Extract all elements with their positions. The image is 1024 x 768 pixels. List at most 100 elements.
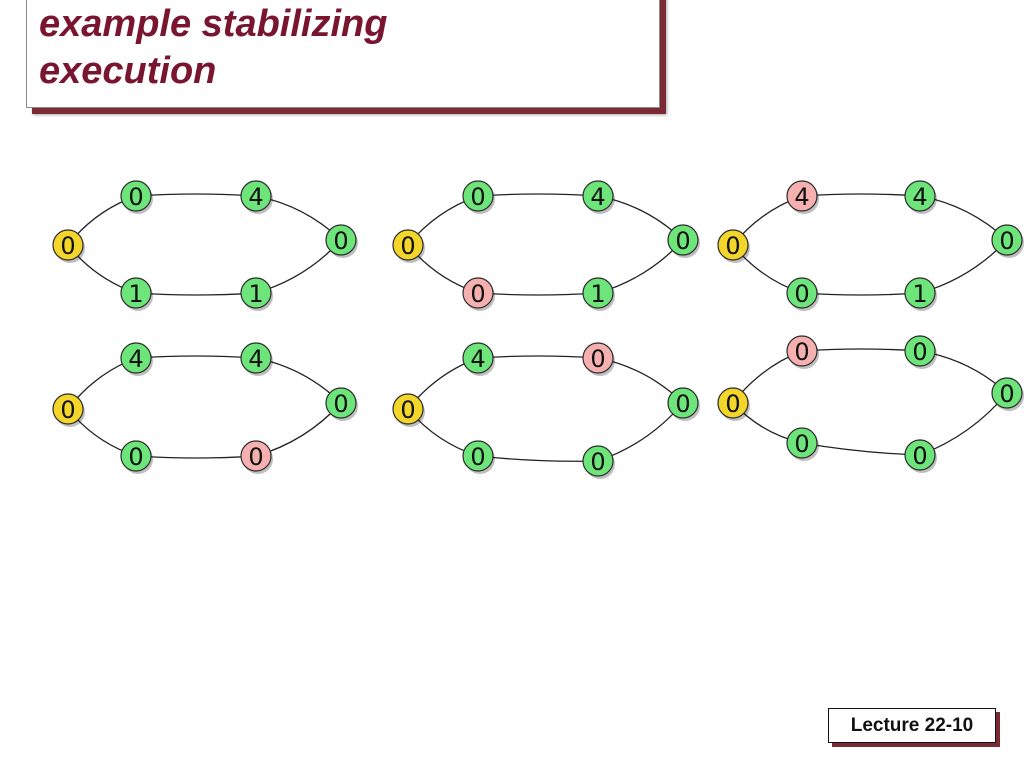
node-circle xyxy=(582,180,614,212)
ring-edge xyxy=(135,292,257,296)
ring-edge xyxy=(919,392,1008,456)
process-node: 0 xyxy=(991,377,1024,411)
ring-edge xyxy=(801,442,921,456)
ring-edge xyxy=(135,193,257,197)
node-circle xyxy=(991,377,1023,409)
title-box: example stabilizing execution xyxy=(26,0,660,108)
process-node: 0 xyxy=(240,440,273,474)
process-node: 0 xyxy=(325,387,358,421)
process-node: 0 xyxy=(462,277,495,311)
node-circle xyxy=(786,335,818,367)
ring-edge xyxy=(801,292,921,296)
ring-edge xyxy=(135,355,257,359)
node-value: 0 xyxy=(999,380,1014,408)
process-node: 0 xyxy=(462,440,495,474)
node-circle xyxy=(325,224,357,256)
process-node: 0 xyxy=(667,224,700,258)
node-value: 0 xyxy=(60,396,75,424)
node-circle xyxy=(582,277,614,309)
process-node: 0 xyxy=(991,224,1024,258)
process-node: 0 xyxy=(325,224,358,258)
node-circle xyxy=(582,445,614,477)
node-circle xyxy=(120,277,152,309)
ring-3: 4 4 0 1 0 0 xyxy=(717,180,1024,311)
ring-edge xyxy=(135,455,257,459)
node-circle xyxy=(52,229,84,261)
process-node: 4 xyxy=(582,180,615,214)
node-circle xyxy=(786,277,818,309)
node-value: 4 xyxy=(912,183,927,211)
node-value: 4 xyxy=(248,183,263,211)
node-circle xyxy=(240,180,272,212)
node-value: 4 xyxy=(248,345,263,373)
node-value: 1 xyxy=(912,280,927,308)
ring-edge xyxy=(801,193,921,197)
process-node: 4 xyxy=(462,342,495,376)
node-circle xyxy=(582,342,614,374)
node-value: 0 xyxy=(794,338,809,366)
process-node: 0 xyxy=(786,427,819,461)
node-circle xyxy=(667,224,699,256)
node-circle xyxy=(717,229,749,261)
node-circle xyxy=(717,387,749,419)
process-node: 0 xyxy=(582,342,615,376)
node-value: 0 xyxy=(470,183,485,211)
node-value: 4 xyxy=(590,183,605,211)
node-value: 0 xyxy=(675,390,690,418)
process-node: 0 xyxy=(717,387,750,421)
node-circle xyxy=(904,277,936,309)
node-circle xyxy=(120,180,152,212)
node-value: 0 xyxy=(590,448,605,476)
node-value: 0 xyxy=(128,443,143,471)
node-value: 1 xyxy=(590,280,605,308)
ring-edge xyxy=(477,292,599,296)
node-circle xyxy=(392,229,424,261)
ring-edge xyxy=(477,193,599,197)
node-value: 0 xyxy=(333,390,348,418)
node-circle xyxy=(325,387,357,419)
node-value: 0 xyxy=(794,280,809,308)
ring-2: 0 4 0 1 0 0 xyxy=(392,180,700,311)
process-node: 0 xyxy=(582,445,615,479)
node-value: 4 xyxy=(128,345,143,373)
process-node: 0 xyxy=(52,393,85,427)
node-value: 1 xyxy=(128,280,143,308)
ring-edge xyxy=(801,348,921,352)
node-circle xyxy=(991,224,1023,256)
node-value: 0 xyxy=(590,345,605,373)
node-value: 4 xyxy=(794,183,809,211)
process-node: 1 xyxy=(240,277,273,311)
node-value: 0 xyxy=(794,430,809,458)
node-value: 4 xyxy=(470,345,485,373)
node-value: 0 xyxy=(999,227,1014,255)
process-node: 0 xyxy=(904,335,937,369)
slide-number: Lecture 22-10 xyxy=(850,715,974,736)
node-circle xyxy=(120,440,152,472)
process-node: 0 xyxy=(120,440,153,474)
node-value: 0 xyxy=(675,227,690,255)
node-circle xyxy=(904,335,936,367)
node-circle xyxy=(462,180,494,212)
node-value: 0 xyxy=(248,443,263,471)
process-node: 0 xyxy=(392,393,425,427)
process-node: 1 xyxy=(120,277,153,311)
node-circle xyxy=(904,180,936,212)
node-circle xyxy=(786,180,818,212)
process-node: 0 xyxy=(667,387,700,421)
node-value: 0 xyxy=(470,443,485,471)
node-circle xyxy=(240,440,272,472)
node-circle xyxy=(786,427,818,459)
node-value: 0 xyxy=(470,280,485,308)
node-circle xyxy=(667,387,699,419)
node-value: 0 xyxy=(400,232,415,260)
ring-4: 4 4 0 0 0 0 xyxy=(52,342,358,474)
ring-edge xyxy=(477,355,599,359)
process-node: 1 xyxy=(582,277,615,311)
process-node: 0 xyxy=(904,439,937,473)
ring-5: 4 0 0 0 0 0 xyxy=(392,342,700,479)
node-circle xyxy=(120,342,152,374)
node-value: 0 xyxy=(725,232,740,260)
node-circle xyxy=(240,342,272,374)
process-node: 4 xyxy=(786,180,819,214)
